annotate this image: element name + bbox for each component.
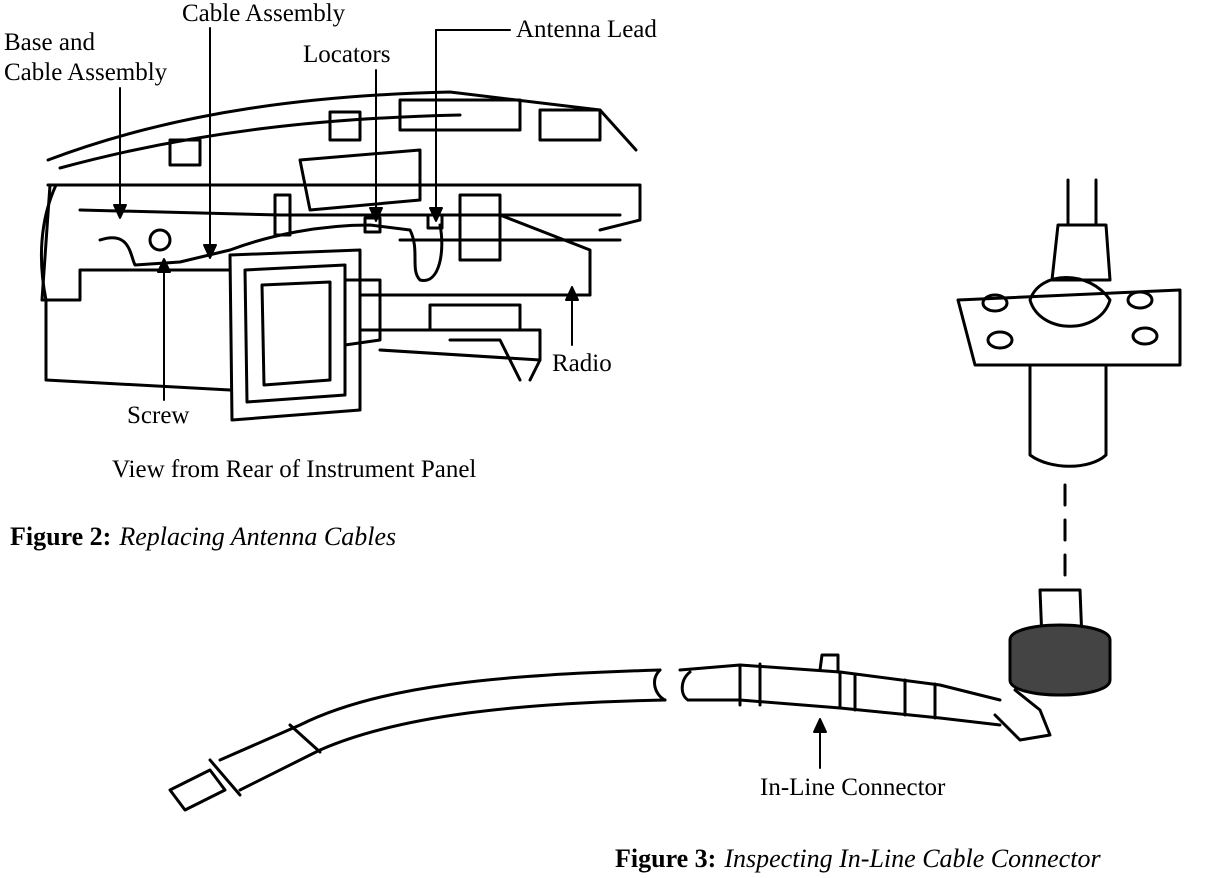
label-base-and-cable-assembly: Base and Cable Assembly (4, 28, 167, 88)
label-screw: Screw (127, 402, 190, 429)
label-radio: Radio (552, 350, 612, 377)
antenna-base-drawing (956, 178, 1182, 468)
label-view-note: View from Rear of Instrument Panel (112, 456, 477, 483)
figure-3-title: Inspecting In-Line Cable Connector (724, 844, 1101, 873)
connector-head-drawing (993, 588, 1112, 742)
cable-drawing (168, 653, 1002, 812)
label-base-and-cable-line-1: Base and (4, 29, 95, 56)
instrument-panel-drawing (39, 90, 642, 392)
label-cable-assembly: Cable Assembly (182, 0, 346, 27)
label-inline-connector: In-Line Connector (760, 774, 946, 801)
label-antenna-lead: Antenna Lead (516, 16, 657, 43)
figure-2-number: Figure 2: (10, 522, 112, 551)
figure-3-caption: Figure 3:Inspecting In-Line Cable Connec… (615, 844, 1101, 874)
label-locators: Locators (303, 41, 391, 68)
bracket-drawing (228, 248, 382, 422)
figure-2-leader-lines (113, 27, 579, 401)
figure-3-number: Figure 3: (615, 844, 717, 873)
figure-2-caption: Figure 2:Replacing Antenna Cables (10, 522, 396, 552)
label-base-and-cable-line-2: Cable Assembly (4, 59, 168, 86)
figure-2-title: Replacing Antenna Cables (119, 522, 397, 551)
figure-3-leader-line (813, 718, 827, 769)
